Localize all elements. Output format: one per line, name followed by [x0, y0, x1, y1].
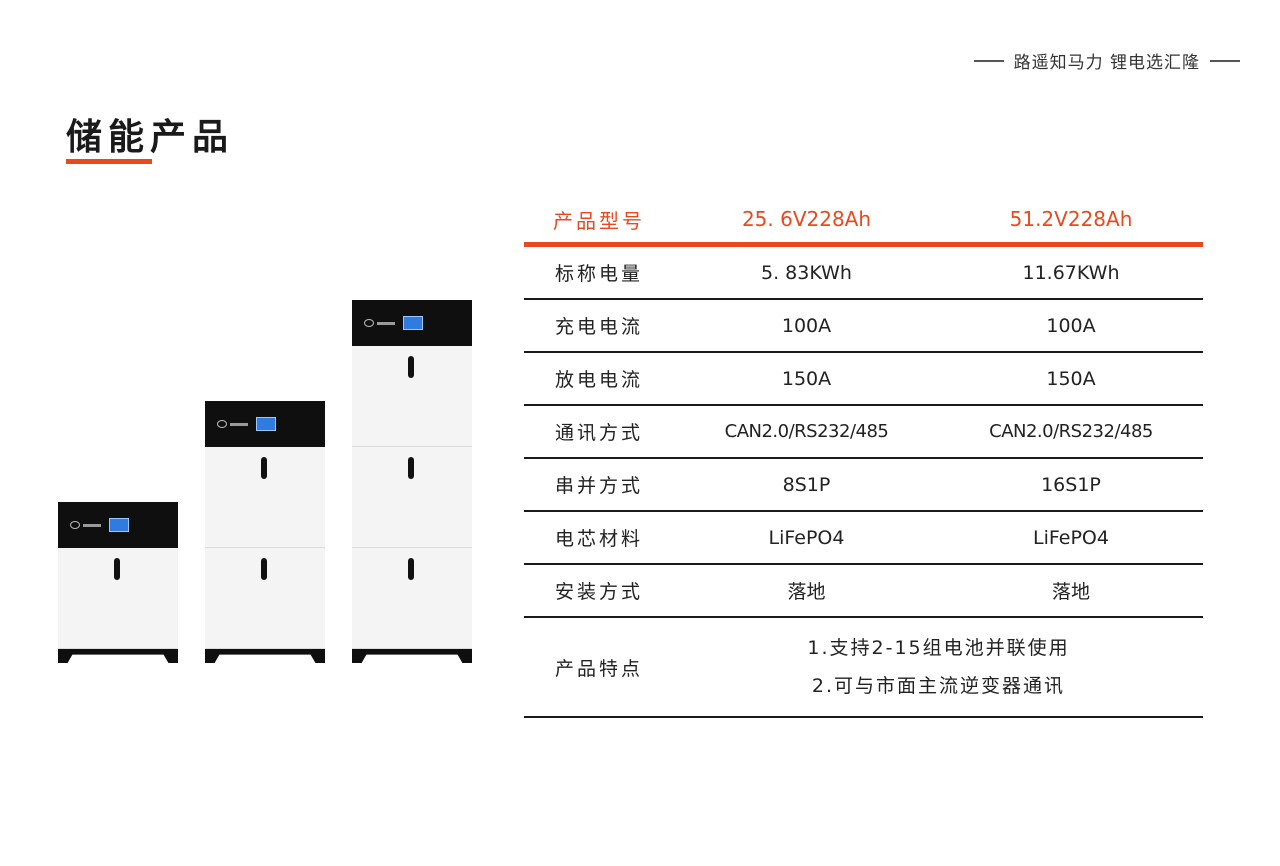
spec-value-model-1: LiFePO4: [674, 511, 939, 565]
tagline-text: 路遥知马力 锂电选汇隆: [1013, 53, 1200, 73]
battery-control-head: [352, 300, 472, 346]
lcd-screen-icon: [256, 417, 276, 431]
battery-module: [58, 548, 178, 649]
spec-value-model-1: 5. 83KWh: [674, 244, 939, 300]
lcd-screen-icon: [109, 518, 129, 532]
tagline-right-dash: [1210, 59, 1240, 62]
spec-value-model-1: CAN2.0/RS232/485: [674, 405, 939, 459]
page-title: 储能产品: [66, 117, 235, 158]
header-model-label: 产品型号: [524, 196, 674, 247]
spec-value-model-2: 11.67KWh: [939, 244, 1203, 300]
battery-module: [205, 548, 325, 649]
spec-row-installation: 安装方式 落地 落地: [524, 564, 1203, 618]
spec-label: 通讯方式: [524, 405, 674, 459]
handle-icon: [408, 356, 414, 378]
spec-value-model-1: 落地: [674, 564, 939, 618]
spec-row-charge-current: 充电电流 100A 100A: [524, 299, 1203, 353]
handle-icon: [408, 558, 414, 580]
spec-value-model-2: LiFePO4: [939, 511, 1203, 565]
battery-module: [205, 447, 325, 548]
spec-label: 串并方式: [524, 458, 674, 512]
battery-base: [205, 649, 325, 663]
brand-logo-icon: [364, 319, 396, 327]
brand-logo-icon: [217, 420, 249, 428]
spec-row-cell-material: 电芯材料 LiFePO4 LiFePO4: [524, 511, 1203, 565]
lcd-screen-icon: [403, 316, 423, 330]
header-model-1: 25. 6V228Ah: [674, 196, 939, 247]
feature-item: 2.可与市面主流逆变器通讯: [811, 675, 1066, 697]
battery-unit-1-module: [58, 502, 178, 663]
spec-value-model-1: 8S1P: [674, 458, 939, 512]
spec-label: 电芯材料: [524, 511, 674, 565]
spec-label: 标称电量: [524, 244, 674, 300]
spec-table: 产品型号 25. 6V228Ah 51.2V228Ah 标称电量 5. 83KW…: [524, 196, 1203, 718]
battery-control-head: [205, 401, 325, 447]
header-model-2: 51.2V228Ah: [939, 196, 1203, 247]
spec-label: 放电电流: [524, 352, 674, 406]
features-list: 1.支持2-15组电池并联使用 2.可与市面主流逆变器通讯: [674, 617, 1203, 718]
battery-control-head: [58, 502, 178, 548]
spec-row-communication: 通讯方式 CAN2.0/RS232/485 CAN2.0/RS232/485: [524, 405, 1203, 459]
spec-value-model-2: CAN2.0/RS232/485: [939, 405, 1203, 459]
battery-module: [352, 447, 472, 548]
battery-unit-2-modules: [205, 401, 325, 663]
spec-label: 产品特点: [524, 617, 674, 718]
spec-value-model-1: 100A: [674, 299, 939, 353]
battery-unit-3-modules: [352, 300, 472, 663]
spec-row-features: 产品特点 1.支持2-15组电池并联使用 2.可与市面主流逆变器通讯: [524, 617, 1203, 718]
battery-base: [352, 649, 472, 663]
handle-icon: [261, 457, 267, 479]
tagline: 路遥知马力 锂电选汇隆: [973, 48, 1240, 73]
spec-value-model-2: 100A: [939, 299, 1203, 353]
brand-logo-icon: [70, 521, 102, 529]
battery-module: [352, 346, 472, 447]
tagline-left-dash: [973, 59, 1004, 62]
battery-module: [352, 548, 472, 649]
spec-row-configuration: 串并方式 8S1P 16S1P: [524, 458, 1203, 512]
spec-row-capacity: 标称电量 5. 83KWh 11.67KWh: [524, 244, 1203, 300]
handle-icon: [261, 558, 267, 580]
handle-icon: [408, 457, 414, 479]
spec-value-model-2: 16S1P: [939, 458, 1203, 512]
feature-item: 1.支持2-15组电池并联使用: [807, 637, 1070, 659]
spec-value-model-2: 落地: [939, 564, 1203, 618]
spec-row-discharge-current: 放电电流 150A 150A: [524, 352, 1203, 406]
spec-label: 充电电流: [524, 299, 674, 353]
spec-table-header-row: 产品型号 25. 6V228Ah 51.2V228Ah: [524, 196, 1203, 247]
spec-value-model-2: 150A: [939, 352, 1203, 406]
spec-value-model-1: 150A: [674, 352, 939, 406]
battery-base: [58, 649, 178, 663]
title-underline: [66, 159, 152, 164]
handle-icon: [114, 558, 120, 580]
spec-label: 安装方式: [524, 564, 674, 618]
product-image: [0, 0, 520, 866]
